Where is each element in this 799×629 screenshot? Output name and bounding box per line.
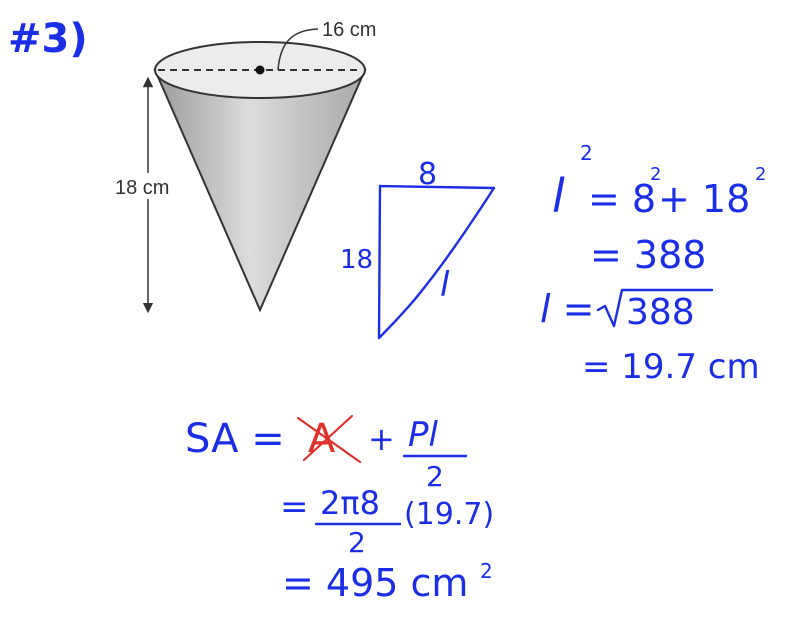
work-line3-sqrt: 388 [626, 292, 695, 333]
work-exp3: 2 [755, 164, 766, 185]
work-line2: = 388 [590, 233, 706, 277]
sa-line2-eq: = [280, 487, 309, 527]
surface-area-work: SA = A + Pl 2 = 2π8 2 (19.7) = 495 cm 2 [185, 414, 494, 605]
cross-out-1 [296, 416, 362, 464]
work-eq1: = 8 [588, 177, 656, 221]
sa-crossed-term: A [308, 416, 336, 462]
sa-frac-den: 2 [426, 460, 444, 493]
work-l: l [552, 169, 565, 223]
radius-label: 16 cm [322, 19, 376, 41]
sa-plus: + [368, 420, 395, 458]
sa-line2-mult: (19.7) [404, 497, 494, 532]
cone-center-dot [255, 65, 265, 75]
triangle-side-label: 18 [340, 245, 373, 275]
slant-triangle: 8 18 l [340, 157, 496, 340]
triangle-hyp-label: l [440, 265, 450, 305]
height-label: 18 cm [115, 177, 169, 199]
slant-height-work: l 2 = 8 2 + 18 2 = 388 l = 388 = 19.7 cm [540, 141, 766, 387]
work-line4: = 19.7 cm [582, 347, 760, 387]
sa-line2-den: 2 [348, 526, 366, 559]
problem-number: #3) [8, 16, 88, 62]
cross-out-2 [302, 414, 354, 462]
sa-lhs: SA = [185, 416, 285, 462]
work-l-exp: 2 [580, 141, 593, 165]
radius-leader-line [277, 28, 319, 71]
triangle-top-label: 8 [418, 157, 437, 192]
sqrt-sign [596, 288, 714, 328]
work-plus: + 18 [658, 177, 750, 221]
sa-line3-exp: 2 [480, 559, 493, 583]
sa-frac-num: Pl [408, 415, 439, 455]
cone-body [153, 69, 367, 313]
sa-line2-num: 2π8 [320, 484, 380, 522]
triangle-shape [377, 184, 496, 340]
cone-figure: 16 cm 18 cm [112, 19, 376, 314]
work-line3-l: l = [540, 287, 594, 331]
sa-line3: = 495 cm [282, 561, 468, 605]
work-exp2: 2 [650, 164, 661, 185]
